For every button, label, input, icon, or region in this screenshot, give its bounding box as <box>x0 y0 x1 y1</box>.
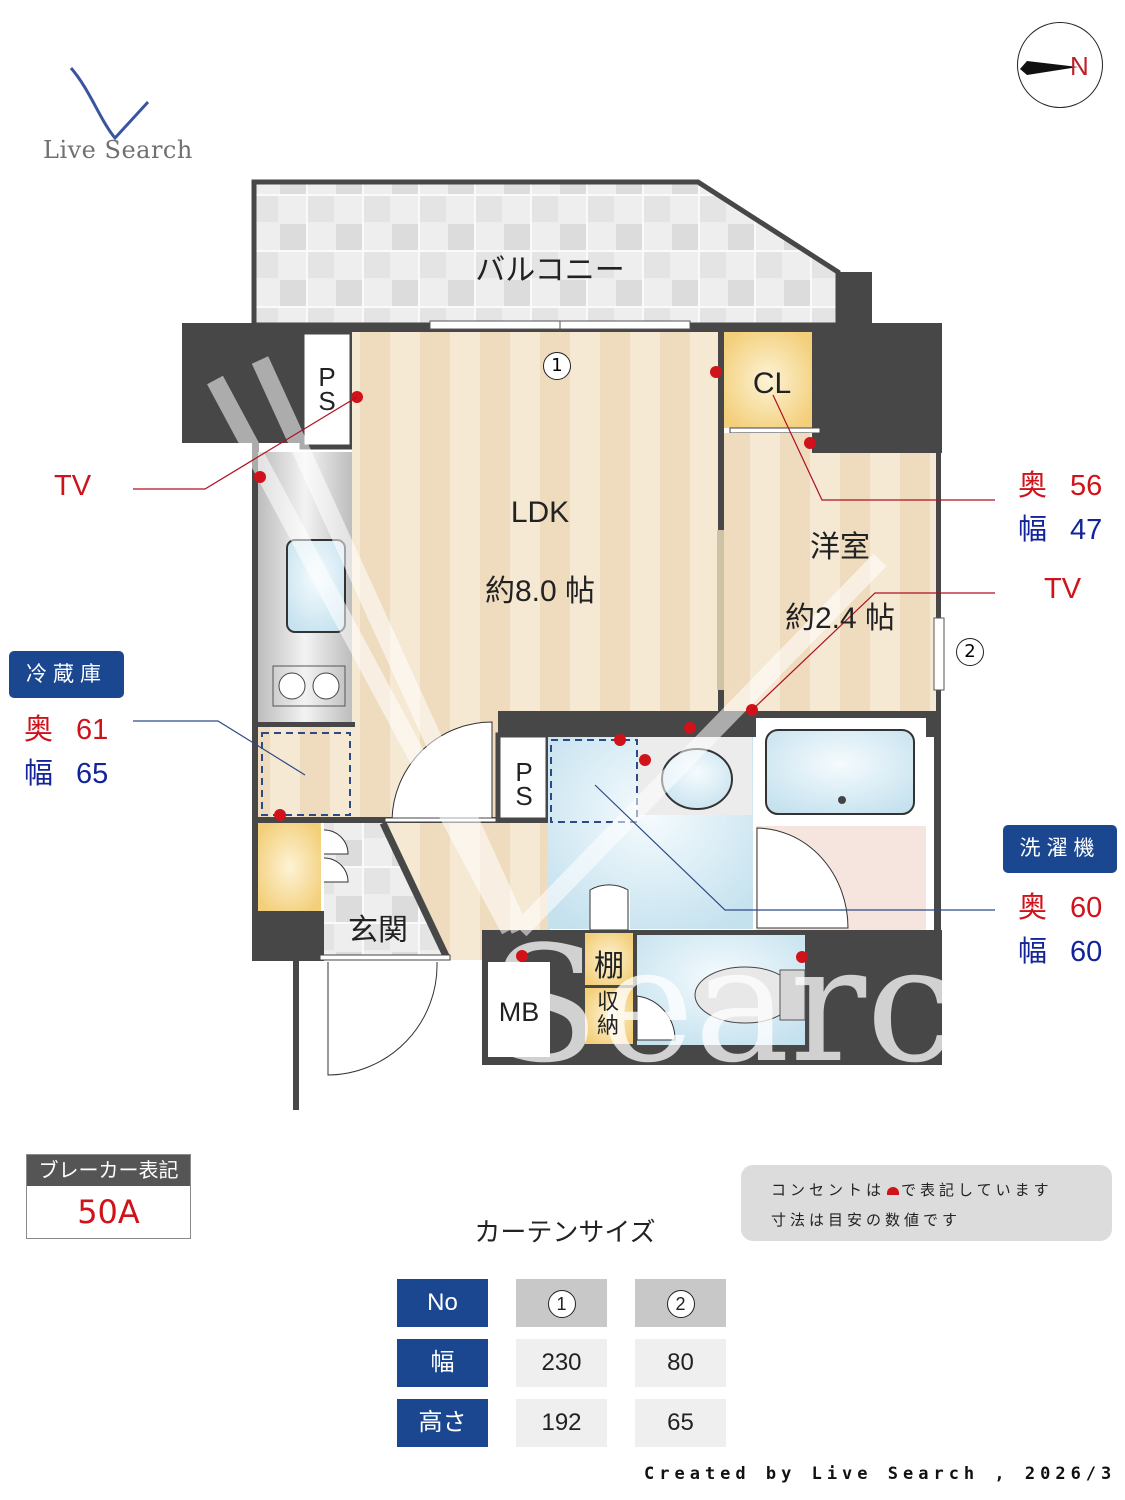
legend-note: コンセントはで表記しています 寸法は目安の数値です <box>741 1165 1112 1241</box>
floor-plan: Searc <box>133 179 995 1110</box>
curtain-col-2-no: 2 <box>635 1279 726 1327</box>
curtain-col-1-height: 192 <box>516 1399 607 1447</box>
compass: N <box>1017 22 1103 108</box>
ps-mid-label: P S <box>515 757 533 811</box>
closet-label: CL <box>752 367 792 400</box>
svg-text:Searc: Searc <box>490 911 956 1098</box>
compass-arrow-icon <box>1020 61 1078 75</box>
curtain-col-2-height: 65 <box>635 1399 726 1447</box>
breaker-title: ブレーカー表記 <box>27 1155 190 1186</box>
logo-check-mark-icon <box>69 67 150 141</box>
tv-outlet-callout-right: TV <box>1044 573 1082 605</box>
meter-box-label: MB <box>498 997 540 1027</box>
window-marker-2: 2 <box>956 638 984 666</box>
row-header-width: 幅 <box>397 1339 488 1387</box>
window-marker-1: 1 <box>543 352 571 380</box>
credit-line: Created by Live Search , 2026/3 <box>644 1464 1117 1484</box>
logo-text: Live Search <box>43 136 193 164</box>
logo: Live Search <box>40 60 210 170</box>
ldk-name: LDK <box>510 496 570 529</box>
row-header-height: 高さ <box>397 1399 488 1447</box>
shelf-label: 棚 <box>594 950 624 983</box>
breaker-box: ブレーカー表記 50A <box>26 1154 191 1239</box>
entrance-label: 玄関 <box>348 914 408 947</box>
compass-north-label: N <box>1070 51 1089 81</box>
curtain-col-2-width: 80 <box>635 1339 726 1387</box>
fridge-tag: 冷蔵庫 <box>9 651 124 698</box>
western-room-size: 約2.4 帖 <box>784 602 896 635</box>
curtain-col-1-width: 230 <box>516 1339 607 1387</box>
balcony-label: バルコニー <box>475 254 625 287</box>
western-room-name: 洋室 <box>810 531 870 564</box>
row-header-no: No <box>397 1279 488 1327</box>
storage-label: 収納 <box>596 989 619 1038</box>
ldk-size: 約8.0 帖 <box>484 575 596 608</box>
breaker-value: 50A <box>77 1193 140 1231</box>
ps-top-label: P S <box>318 362 336 416</box>
washer-tag: 洗濯機 <box>1003 825 1117 873</box>
curtain-size-title: カーテンサイズ <box>474 1217 656 1247</box>
outlet-marker-icon <box>887 1187 900 1195</box>
curtain-col-1-no: 1 <box>516 1279 607 1327</box>
tv-outlet-callout-left: TV <box>54 470 92 502</box>
